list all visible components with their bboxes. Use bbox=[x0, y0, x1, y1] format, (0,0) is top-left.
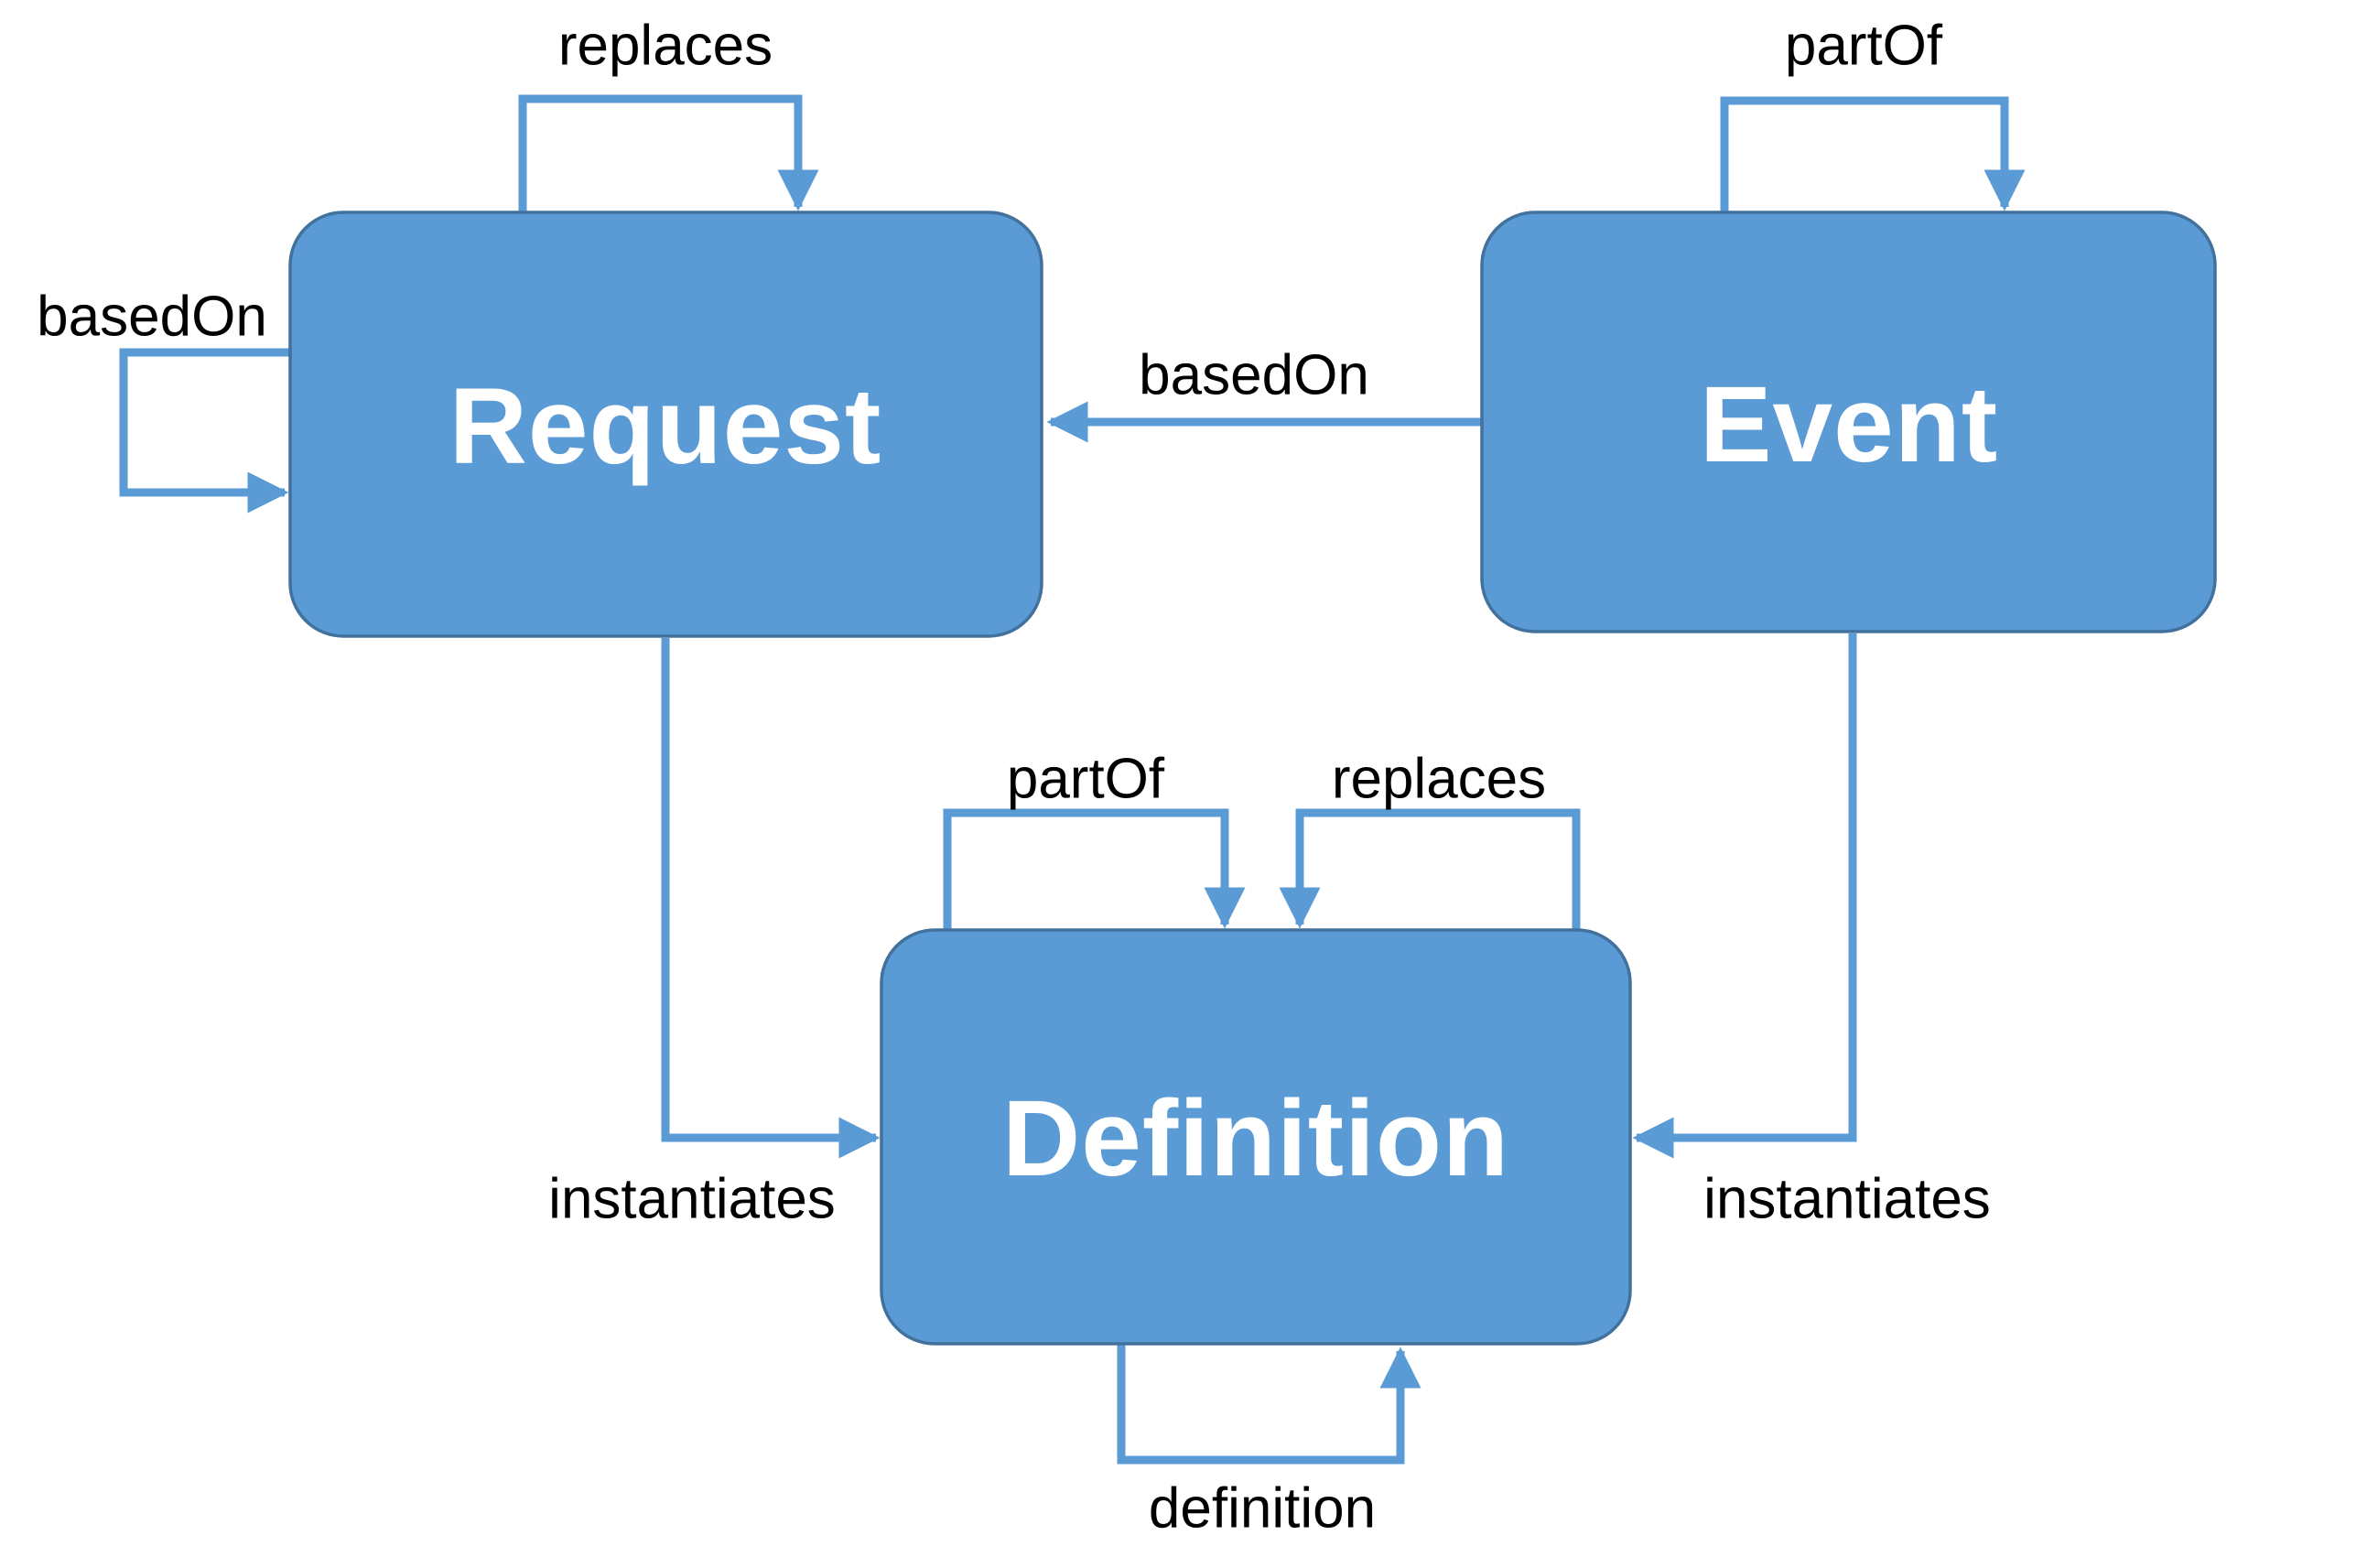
edge-event-to-definition-instantiates: instantiates bbox=[1632, 633, 1991, 1231]
connector-definition-partof-loop bbox=[943, 808, 1246, 930]
connector-event-partof-loop bbox=[1720, 96, 2026, 214]
edge-label-request-replaces: replaces bbox=[558, 15, 773, 78]
edge-request-basedon-self: basedOn bbox=[37, 286, 290, 514]
edge-label-definition-replaces: replaces bbox=[1332, 748, 1546, 811]
edge-label-definition-definition: definition bbox=[1149, 1477, 1376, 1541]
node-definition: Definition bbox=[880, 928, 1632, 1346]
edge-label-request-instantiates: instantiates bbox=[548, 1168, 836, 1231]
node-request: Request bbox=[288, 211, 1043, 638]
node-definition-box bbox=[880, 928, 1632, 1346]
node-request-box bbox=[288, 211, 1043, 638]
node-event: Event bbox=[1480, 211, 2217, 633]
edge-label-event-instantiates: instantiates bbox=[1703, 1168, 1991, 1231]
connector-definition-definition-loop bbox=[1117, 1344, 1421, 1465]
connector-definition-replaces-loop bbox=[1279, 808, 1581, 930]
node-definition-label: Definition bbox=[1002, 1078, 1509, 1199]
edge-request-to-definition-instantiates: instantiates bbox=[548, 638, 881, 1231]
edge-definition-replaces-self: replaces bbox=[1279, 748, 1581, 930]
node-request-label: Request bbox=[449, 366, 882, 487]
edge-label-definition-partof: partOf bbox=[1007, 748, 1165, 811]
edge-event-partof-self: partOf bbox=[1720, 15, 2026, 214]
connector-request-to-definition-instantiates bbox=[661, 638, 881, 1159]
node-event-box bbox=[1480, 211, 2217, 633]
edge-label-event-to-request-basedon: basedOn bbox=[1139, 344, 1369, 407]
edge-event-to-request-basedon: basedOn bbox=[1046, 344, 1482, 443]
edge-label-event-partof: partOf bbox=[1785, 15, 1943, 78]
connector-request-basedon-loop bbox=[119, 348, 290, 514]
edge-definition-partof-self: partOf bbox=[943, 748, 1246, 930]
edge-definition-definition-self: definition bbox=[1117, 1344, 1421, 1541]
node-event-label: Event bbox=[1700, 364, 1998, 485]
edge-label-request-basedon: basedOn bbox=[37, 286, 267, 349]
connector-event-to-definition-instantiates bbox=[1632, 633, 1857, 1159]
edge-request-replaces-self: replaces bbox=[518, 15, 819, 214]
connector-request-replaces-loop bbox=[518, 94, 819, 214]
